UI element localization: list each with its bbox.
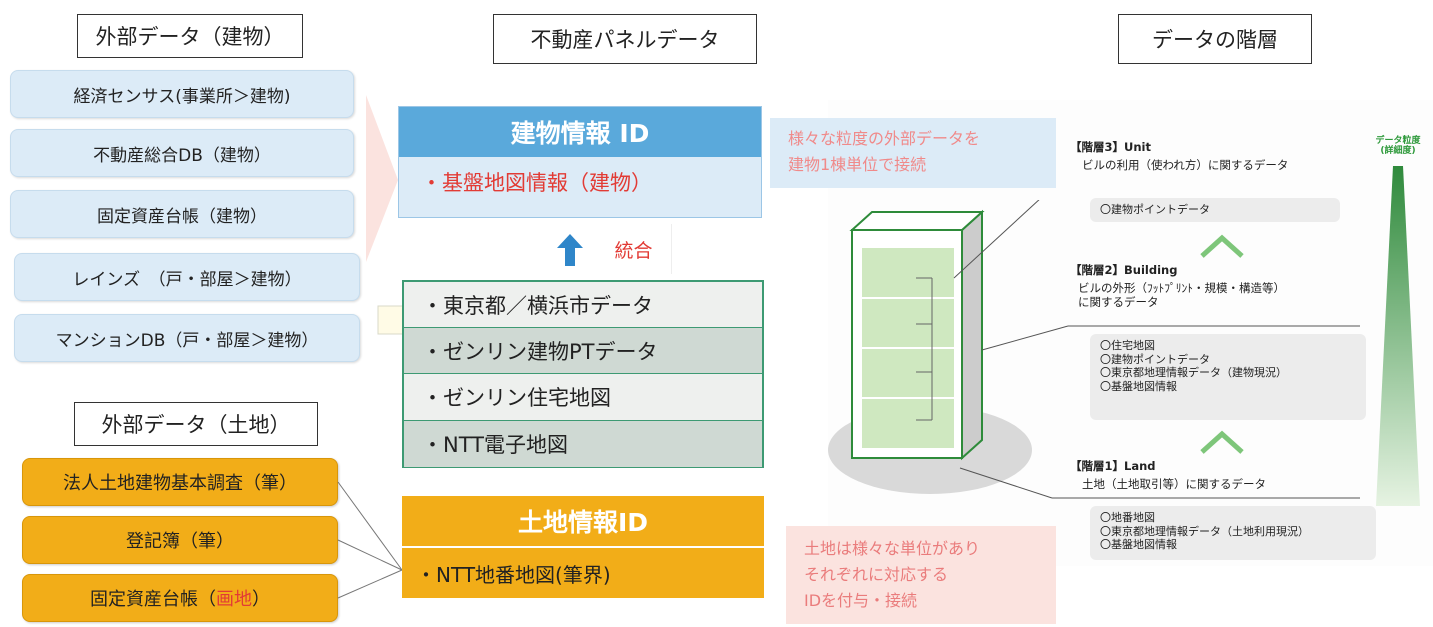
source-row-1-label: ・東京都／横浜市データ xyxy=(422,293,653,318)
building-note-line-1: 様々な粒度の外部データを xyxy=(788,129,981,148)
level3-items: 〇建物ポイントデータ xyxy=(1090,198,1340,222)
integrate-label: 統合 xyxy=(614,239,653,262)
building-note-line-2: 建物1棟単位で接続 xyxy=(788,155,927,174)
land-source-1-label: 法人土地建物基本調査（筆） xyxy=(63,473,297,494)
panel-header: 不動産パネルデータ xyxy=(493,14,757,64)
integrate-arrow-icon xyxy=(557,234,583,266)
level3-desc: ビルの利用（使われ方）に関するデータ xyxy=(1082,158,1289,172)
building-source-2: 不動産総合DB（建物） xyxy=(10,129,354,177)
building-id-block: 建物情報 ID ・基盤地図情報（建物） xyxy=(398,106,762,218)
external-land-header-label: 外部データ（土地） xyxy=(101,413,291,437)
land-source-2-label: 登記簿（筆） xyxy=(126,531,234,552)
source-row-4: ・NTT電子地図 xyxy=(404,421,762,467)
building-source-4: レインズ （戸・部屋＞建物） xyxy=(14,253,360,301)
level2-title: 【階層2】Building xyxy=(1070,263,1178,277)
land-note: 土地は様々な単位があり それぞれに対応する IDを付与・接続 xyxy=(786,526,1056,624)
building-source-3-label: 固定資産台帳（建物） xyxy=(97,206,267,227)
panel-header-label: 不動産パネルデータ xyxy=(530,28,720,52)
building-source-1: 経済センサス(事業所＞建物) xyxy=(10,70,354,118)
building-side xyxy=(961,209,983,461)
land-line-1 xyxy=(337,481,403,571)
land-line-3 xyxy=(337,569,403,599)
level1-items: 〇地番地図 〇東京都地理情報データ（土地利用現況） 〇基盤地図情報 xyxy=(1090,506,1376,560)
merge-chevron xyxy=(366,95,398,262)
land-id-label: 土地情報ID xyxy=(517,508,649,537)
building-top xyxy=(849,211,985,231)
level-up-chevron-1 xyxy=(1200,234,1244,258)
building-id-header: 建物情報 ID xyxy=(399,107,761,157)
land-note-line-3: IDを付与・接続 xyxy=(804,591,918,610)
building-note: 様々な粒度の外部データを 建物1棟単位で接続 xyxy=(770,118,1056,188)
source-row-1: ・東京都／横浜市データ xyxy=(404,282,762,328)
level1-desc: 土地（土地取引等）に関するデータ xyxy=(1082,477,1266,491)
level2-items: 〇住宅地図 〇建物ポイントデータ 〇東京都地理情報データ（建物現況） 〇基盤地図… xyxy=(1090,334,1366,420)
source-list: ・東京都／横浜市データ ・ゼンリン建物PTデータ ・ゼンリン住宅地図 ・NTT電… xyxy=(402,280,764,468)
building-source-4-label: レインズ （戸・部屋＞建物） xyxy=(72,269,302,290)
source-row-2-label: ・ゼンリン建物PTデータ xyxy=(422,339,658,364)
land-id-sub: ・NTT地番地図(筆界) xyxy=(402,548,764,598)
source-row-3: ・ゼンリン住宅地図 xyxy=(404,374,762,421)
land-source-3-label: 固定資産台帳（画地） xyxy=(90,589,270,610)
land-id-header: 土地情報ID xyxy=(402,496,764,546)
external-building-header: 外部データ（建物） xyxy=(77,14,303,58)
source-row-4-label: ・NTT電子地図 xyxy=(422,433,568,457)
land-line-2 xyxy=(337,539,403,571)
hierarchy-header-label: データの階層 xyxy=(1152,28,1278,52)
source-connector-tab xyxy=(377,305,405,335)
building-illustration xyxy=(828,200,1360,499)
level3-title: 【階層3】Unit xyxy=(1070,140,1151,154)
land-note-line-2: それぞれに対応する xyxy=(804,565,949,584)
level-up-chevron-2 xyxy=(1200,430,1244,454)
building-id-label: 建物情報 ID xyxy=(510,119,650,148)
hierarchy-header: データの階層 xyxy=(1118,14,1312,64)
building-source-5-label: マンションDB（戸・部屋＞建物） xyxy=(55,330,319,351)
building-id-sub-label: ・基盤地図情報（建物） xyxy=(421,171,652,195)
building-source-1-label: 経済センサス(事業所＞建物) xyxy=(73,86,291,107)
land-source-3: 固定資産台帳（画地） xyxy=(22,574,338,622)
granularity-gradient xyxy=(1376,166,1420,506)
land-note-line-1: 土地は様々な単位があり xyxy=(804,539,981,558)
level1-title: 【階層1】Land xyxy=(1070,459,1156,473)
granularity-label: データ粒度 (詳細度) xyxy=(1375,136,1421,156)
external-land-header: 外部データ（土地） xyxy=(74,402,318,446)
building-source-2-label: 不動産総合DB（建物） xyxy=(93,145,271,166)
level2-desc: ビルの外形（ﾌｯﾄﾌﾟﾘﾝﾄ・規模・構造等） に関するデータ xyxy=(1078,281,1285,309)
land-source-2: 登記簿（筆） xyxy=(22,516,338,564)
external-building-header-label: 外部データ（建物） xyxy=(95,25,285,49)
parcel-red-label: 画地 xyxy=(216,589,252,610)
integrate-label-box: 統合 xyxy=(596,224,672,274)
land-source-1: 法人土地建物基本調査（筆） xyxy=(22,458,338,506)
source-row-2: ・ゼンリン建物PTデータ xyxy=(404,328,762,374)
building-source-5: マンションDB（戸・部屋＞建物） xyxy=(14,314,360,362)
source-row-3-label: ・ゼンリン住宅地図 xyxy=(422,386,611,410)
land-id-block: 土地情報ID ・NTT地番地図(筆界) xyxy=(402,496,764,598)
building-id-sub: ・基盤地図情報（建物） xyxy=(399,157,761,217)
land-id-sub-label: ・NTT地番地図(筆界) xyxy=(416,562,611,587)
building-source-3: 固定資産台帳（建物） xyxy=(10,190,354,238)
